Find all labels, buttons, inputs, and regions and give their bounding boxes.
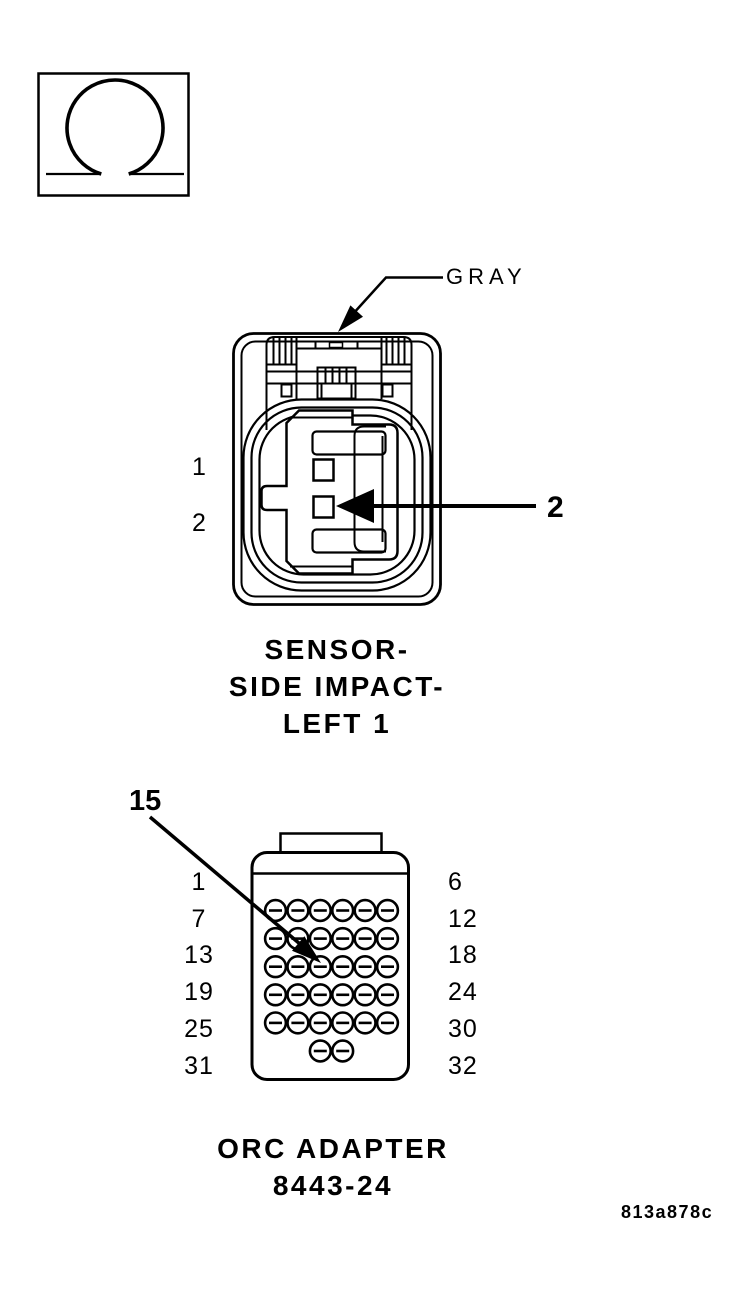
orc-pin-grid (263, 898, 400, 1063)
orc-pin-cavity (331, 898, 355, 923)
orc-pin-cavity (308, 954, 332, 979)
connector1-pin1-label: 1 (192, 453, 207, 481)
orc-pin-cavity (353, 898, 377, 923)
connector1-pin2-label: 2 (192, 509, 207, 537)
connector1-drawing (232, 332, 442, 606)
orc-pin-cavity (331, 1011, 355, 1035)
orc-pin-cavity (353, 926, 377, 951)
orc-left-label-31: 31 (184, 1052, 214, 1080)
orc-pin-cavity (331, 983, 355, 1007)
orc-pin-cavity (263, 926, 288, 951)
orc-pin-cavity (375, 954, 400, 979)
orc-pin-cavity (263, 954, 288, 979)
orc-pin-cavity (286, 898, 310, 923)
orc-right-label-6: 6 (448, 868, 463, 896)
orc-pin-cavity (308, 1011, 332, 1035)
orc-pin-cavity (353, 1011, 377, 1035)
connector2-title-line2: 8443-24 (272, 1170, 394, 1201)
orc-pin-cavity (286, 1011, 310, 1035)
orc-left-label-19: 19 (184, 978, 214, 1006)
orc-pin-cavity (286, 983, 310, 1007)
orc-connector-drawing (250, 832, 410, 1081)
connector1-pin-1 (312, 458, 335, 482)
orc-top-tab (279, 832, 383, 854)
connector2-title: ORC ADAPTER 8443-24 (217, 1130, 449, 1204)
orc-pin-cavity (331, 1039, 355, 1063)
orc-pin-cavity (263, 898, 288, 923)
orc-pin-cavity (375, 983, 400, 1007)
orc-body (250, 851, 410, 1081)
orc-pin-cavity (353, 954, 377, 979)
orc-pin-cavity (286, 954, 310, 979)
orc-pin-cavity (308, 898, 332, 923)
orc-right-label-24: 24 (448, 978, 478, 1006)
wire-color-label: GRAY (446, 264, 527, 289)
orc-left-label-13: 13 (184, 941, 214, 969)
pin15-callout-label: 15 (129, 785, 162, 817)
orc-pin-cavity (375, 1011, 400, 1035)
connector1-title-line2: SIDE IMPACT- (228, 671, 446, 702)
orc-left-label-1: 1 (191, 868, 207, 896)
connector1-pin-2 (312, 495, 335, 519)
orc-pin-cavity (286, 926, 310, 951)
orc-left-label-7: 7 (191, 905, 207, 933)
orc-pin-cavity (308, 983, 332, 1007)
orc-pin-cavity (263, 983, 288, 1007)
orc-left-label-25: 25 (184, 1015, 214, 1043)
orc-pin-cavity (331, 926, 355, 951)
figure-code: 813a878c (621, 1202, 714, 1222)
omega-icon (37, 72, 190, 197)
orc-pin-cavity (263, 1011, 288, 1035)
orc-pin-cavity (308, 1039, 332, 1063)
connector1-title-line3: LEFT 1 (282, 708, 392, 739)
orc-right-label-12: 12 (448, 905, 478, 933)
gray-leader-arrow (338, 276, 443, 332)
orc-right-label-32: 32 (448, 1052, 478, 1080)
connector1-title: SENSOR- SIDE IMPACT- LEFT 1 (229, 631, 445, 742)
connector1-title-line1: SENSOR- (264, 634, 410, 665)
orc-right-label-18: 18 (448, 941, 478, 969)
orc-pin-cavity (375, 926, 400, 951)
pin2-callout-label: 2 (547, 491, 564, 524)
orc-pin-cavity (331, 954, 355, 979)
orc-pin-cavity (308, 926, 332, 951)
orc-pin-cavity (353, 983, 377, 1007)
orc-pin-cavity (375, 898, 400, 923)
pin15-callout-arrow (148, 815, 321, 963)
pin2-callout-arrow (336, 489, 536, 523)
connector2-title-line1: ORC ADAPTER (217, 1133, 449, 1164)
orc-right-label-30: 30 (448, 1015, 478, 1043)
